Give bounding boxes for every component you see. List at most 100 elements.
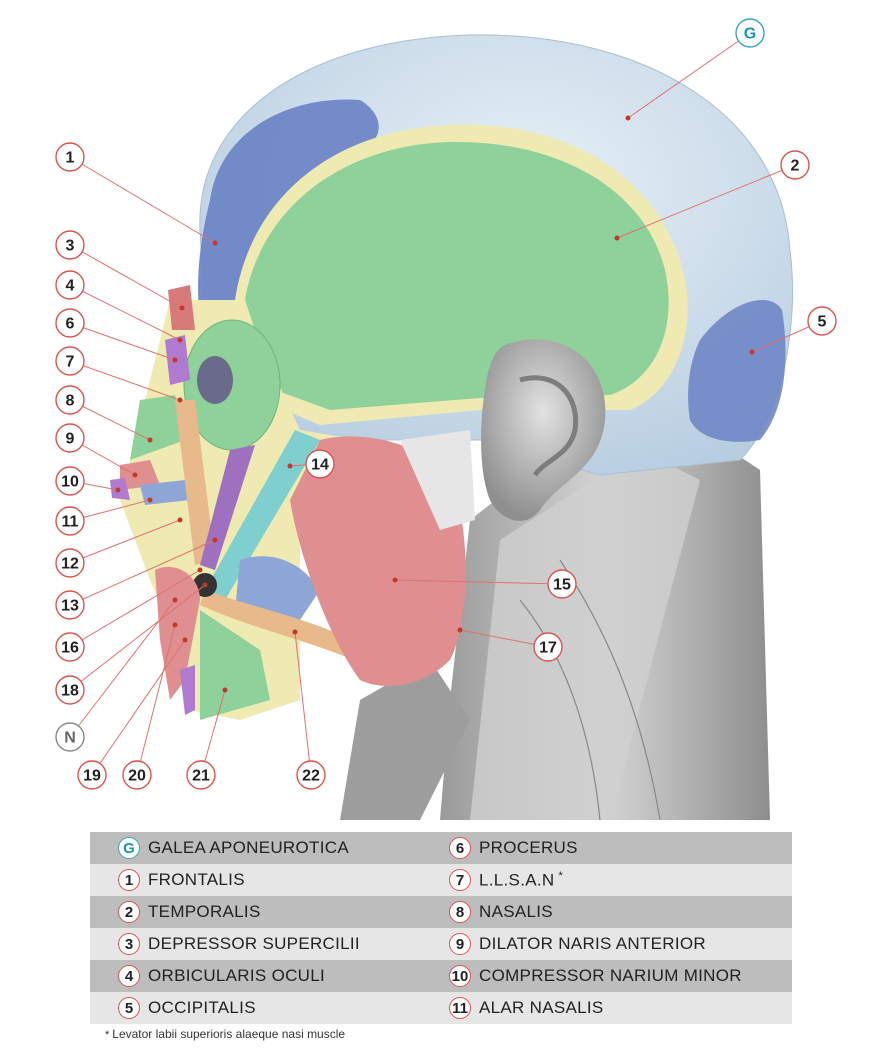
legend-number-badge: 4 xyxy=(118,965,140,987)
callout-label: 2 xyxy=(791,158,800,175)
callout-badge-6: 6 xyxy=(55,308,85,338)
callout-label: 10 xyxy=(61,474,79,491)
callout-dot xyxy=(147,497,153,503)
callout-label: 11 xyxy=(62,514,79,531)
legend-label: COMPRESSOR NARIUM MINOR xyxy=(479,966,742,986)
callout-line xyxy=(69,599,176,738)
callout-dot xyxy=(172,597,178,603)
legend-label-text: DEPRESSOR SUPERCILII xyxy=(148,934,360,953)
legend-label: FRONTALIS xyxy=(148,870,245,890)
callout-label: 15 xyxy=(553,577,571,594)
callout-dot xyxy=(182,637,188,643)
callout-label: N xyxy=(64,730,76,747)
legend-entry: 9 DILATOR NARIS ANTERIOR xyxy=(441,928,792,960)
callout-dot xyxy=(177,337,183,343)
legend-number-badge: 5 xyxy=(118,997,140,1019)
callout-dot xyxy=(172,622,178,628)
callout-dot xyxy=(292,629,298,635)
callout-line xyxy=(91,639,186,776)
legend-number-badge: 6 xyxy=(449,837,471,859)
legend-number-badge: 1 xyxy=(118,869,140,891)
callout-line xyxy=(69,399,151,441)
callout-dot xyxy=(287,463,293,469)
legend-label-text: OCCIPITALIS xyxy=(148,998,256,1017)
legend-row: 1 FRONTALIS 7 L.L.S.A.N* xyxy=(90,864,792,896)
callout-dot xyxy=(222,687,228,693)
llsan-muscle xyxy=(175,400,215,565)
callout-badge-20: 20 xyxy=(122,760,152,790)
callout-dot xyxy=(457,627,463,633)
callout-badge-14: 14 xyxy=(305,449,335,479)
callout-dot xyxy=(212,240,218,246)
callout-line xyxy=(394,579,563,585)
callout-badge-15: 15 xyxy=(547,569,577,599)
neck xyxy=(340,430,770,820)
callout-line xyxy=(69,322,176,361)
callout-dot xyxy=(625,115,631,121)
legend-entry: 8 NASALIS xyxy=(441,896,792,928)
callout-label: 17 xyxy=(539,640,557,657)
legend-label: TEMPORALIS xyxy=(148,902,261,922)
legend-label-text: GALEA APONEUROTICA xyxy=(148,838,349,857)
callout-line xyxy=(69,519,181,564)
callout-dot xyxy=(614,235,620,241)
dilator-naris-muscle xyxy=(120,460,160,490)
callout-dot xyxy=(115,487,121,493)
legend-label-text: TEMPORALIS xyxy=(148,902,261,921)
footnote-text: Levator labii superioris alaeque nasi mu… xyxy=(112,1027,346,1041)
callout-badge-12: 12 xyxy=(55,548,85,578)
legend-number-badge: 9 xyxy=(449,933,471,955)
legend-label-text: L.L.S.A.N xyxy=(479,870,555,890)
legend-number-badge: 8 xyxy=(449,901,471,923)
legend-entry: 7 L.L.S.A.N* xyxy=(441,864,792,896)
legend-entry: 1 FRONTALIS xyxy=(90,864,441,896)
temporalis-muscle xyxy=(245,141,669,411)
footnote: *Levator labii superioris alaeque nasi m… xyxy=(105,1027,345,1041)
callout-badge-n: N xyxy=(55,722,85,752)
callout-badge-11: 11 xyxy=(55,506,85,536)
callout-line xyxy=(136,624,176,776)
legend-footnote-mark: * xyxy=(558,869,564,882)
legend-number-badge: 2 xyxy=(118,901,140,923)
depressor-anguli-oris-muscle xyxy=(200,610,270,720)
masseter-muscle xyxy=(290,436,466,686)
legend-number-badge: 7 xyxy=(449,869,471,891)
callout-line xyxy=(69,156,216,244)
legend-label: ORBICULARIS OCULI xyxy=(148,966,325,986)
legend-label: L.L.S.A.N* xyxy=(479,870,563,891)
callout-dot xyxy=(202,582,208,588)
callout-badge-10: 10 xyxy=(55,466,85,496)
callout-badge-1: 1 xyxy=(55,142,85,172)
legend-label: PROCERUS xyxy=(479,838,578,858)
callout-line xyxy=(616,164,796,239)
legend-label-text: DILATOR NARIS ANTERIOR xyxy=(479,934,707,953)
legend-label: NASALIS xyxy=(479,902,553,922)
callout-label: 6 xyxy=(66,316,75,333)
callout-label: 3 xyxy=(66,238,75,255)
legend-label: DILATOR NARIS ANTERIOR xyxy=(479,934,706,954)
callout-label: 13 xyxy=(61,598,79,615)
legend-entry: 6 PROCERUS xyxy=(441,832,792,864)
callout-label: 20 xyxy=(128,768,146,785)
callout-label: 7 xyxy=(66,354,75,371)
legend-label: DEPRESSOR SUPERCILII xyxy=(148,934,360,954)
callout-badge-8: 8 xyxy=(55,385,85,415)
legend-row: 2 TEMPORALIS 8 NASALIS xyxy=(90,896,792,928)
callout-dot xyxy=(197,567,203,573)
callout-dot xyxy=(177,517,183,523)
callout-label: 16 xyxy=(61,640,79,657)
callout-dot xyxy=(177,397,183,403)
legend-label: ALAR NASALIS xyxy=(479,998,604,1018)
callout-badge-2: 2 xyxy=(780,150,810,180)
callout-badge-18: 18 xyxy=(55,675,85,705)
legend-label-text: PROCERUS xyxy=(479,838,578,857)
legend-label: OCCIPITALIS xyxy=(148,998,256,1018)
legend-label-text: COMPRESSOR NARIUM MINOR xyxy=(479,966,742,985)
